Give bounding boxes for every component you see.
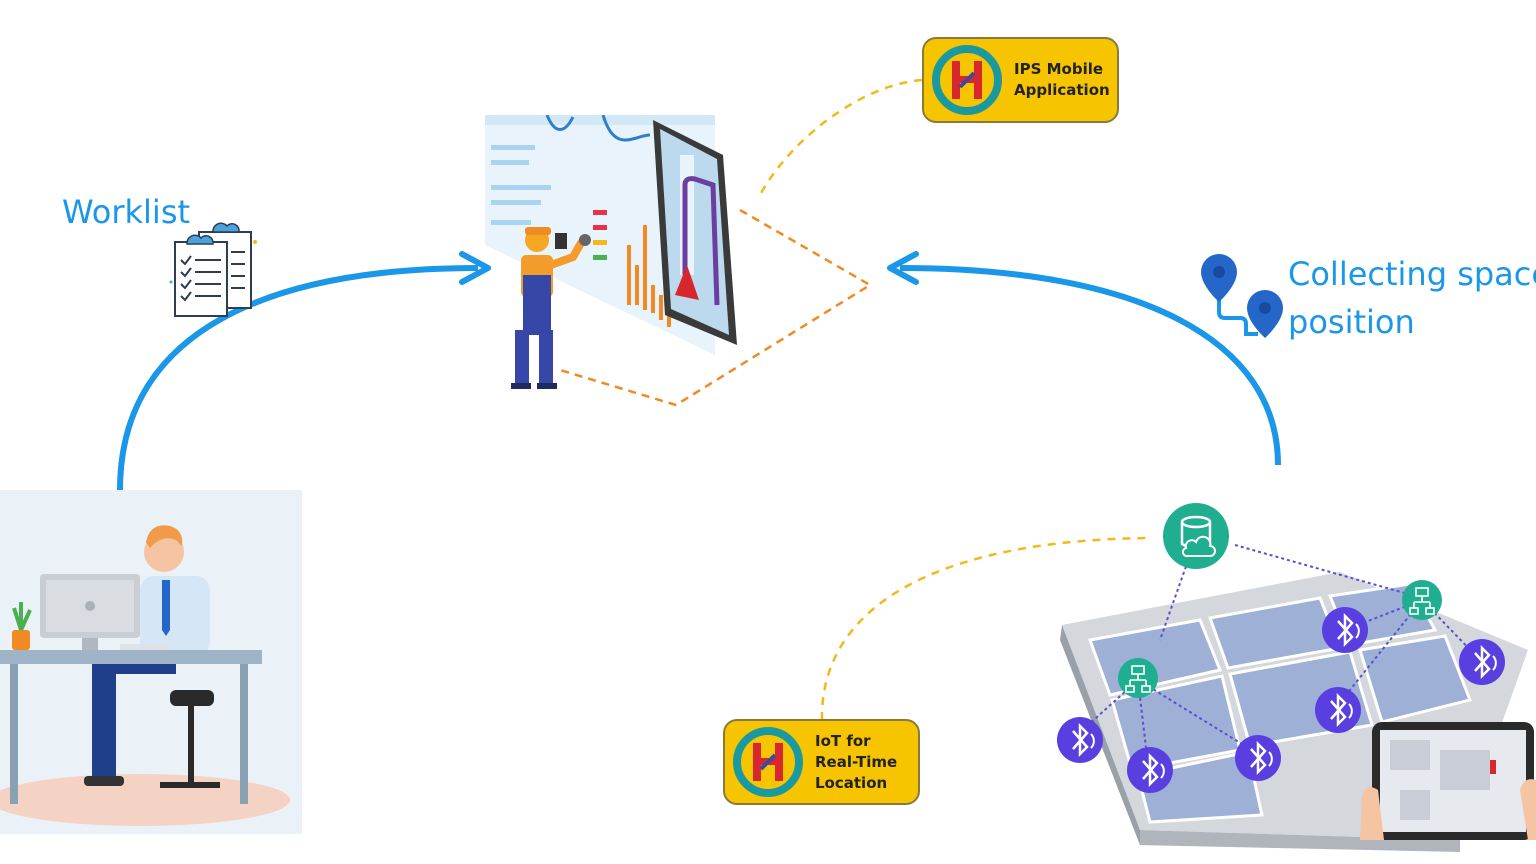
- bluetooth-icon: [1322, 607, 1368, 653]
- ips-badge-text: IPS Mobile Application: [1014, 60, 1110, 99]
- bluetooth-icon: [1127, 747, 1173, 793]
- collecting-label-line1: Collecting space: [1288, 255, 1536, 293]
- iot-realtime-badge: IoT for Real-Time Location: [723, 719, 920, 805]
- position-flow-arrow: [899, 265, 1281, 466]
- ips-mobile-app-badge: IPS Mobile Application: [922, 37, 1119, 123]
- app-logo-icon: [733, 727, 803, 797]
- worklist-label: Worklist: [62, 193, 191, 231]
- database-cloud-icon: [1163, 503, 1229, 569]
- bluetooth-icon: [1057, 717, 1103, 763]
- collecting-label-line2: position: [1288, 303, 1415, 341]
- bluetooth-icon: [1315, 687, 1361, 733]
- office-worker-illustration: [0, 490, 302, 834]
- location-pin-icon: [1201, 254, 1283, 338]
- position-arrowhead: [887, 251, 919, 285]
- dashboard-dashed-diamond: [559, 208, 873, 407]
- ips-dashed-connector: [758, 78, 923, 196]
- worklist-flow-arrow: [117, 265, 479, 491]
- bluetooth-icon: [1235, 735, 1281, 781]
- network-node-icon: [1402, 580, 1442, 620]
- building-iot-network: [1057, 503, 1536, 852]
- worker-figure: [511, 227, 591, 389]
- iot-badge-text: IoT for Real-Time Location: [815, 731, 898, 792]
- tablet-icon: [653, 120, 737, 345]
- worklist-arrowhead: [459, 251, 491, 285]
- tablet-icon: [1360, 722, 1536, 840]
- iot-dashed-connector: [820, 536, 1151, 721]
- bluetooth-icon: [1459, 639, 1505, 685]
- app-logo-icon: [932, 45, 1002, 115]
- network-node-icon: [1118, 658, 1158, 698]
- clipboard-icon: [169, 222, 257, 317]
- dashboard-worker-illustration: [485, 115, 737, 389]
